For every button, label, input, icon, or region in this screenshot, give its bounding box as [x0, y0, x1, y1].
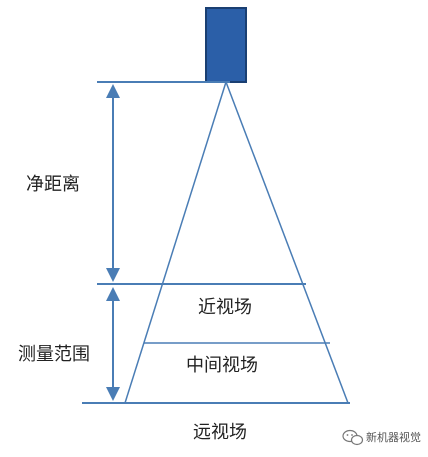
clear-distance-label: 净距离 — [26, 174, 80, 195]
fov-left-edge — [124, 81, 227, 404]
watermark: 新机器视觉 — [342, 429, 421, 446]
clear-distance-arrow-top-head — [106, 84, 120, 98]
measurement-range-arrow-bottom-head — [106, 387, 120, 401]
measurement-range-arrow-top-head — [106, 287, 120, 301]
clear-distance-arrow-bottom-head — [106, 268, 120, 282]
camera-icon — [205, 7, 247, 83]
near-field-label: 近视场 — [198, 297, 252, 318]
far-field-label: 远视场 — [193, 422, 247, 443]
watermark-text: 新机器视觉 — [366, 430, 421, 444]
wechat-bubble-icon — [342, 429, 364, 446]
measurement-range-label: 测量范围 — [18, 344, 90, 365]
middle-field-label: 中间视场 — [186, 355, 258, 376]
fov-right-edge — [225, 81, 349, 404]
